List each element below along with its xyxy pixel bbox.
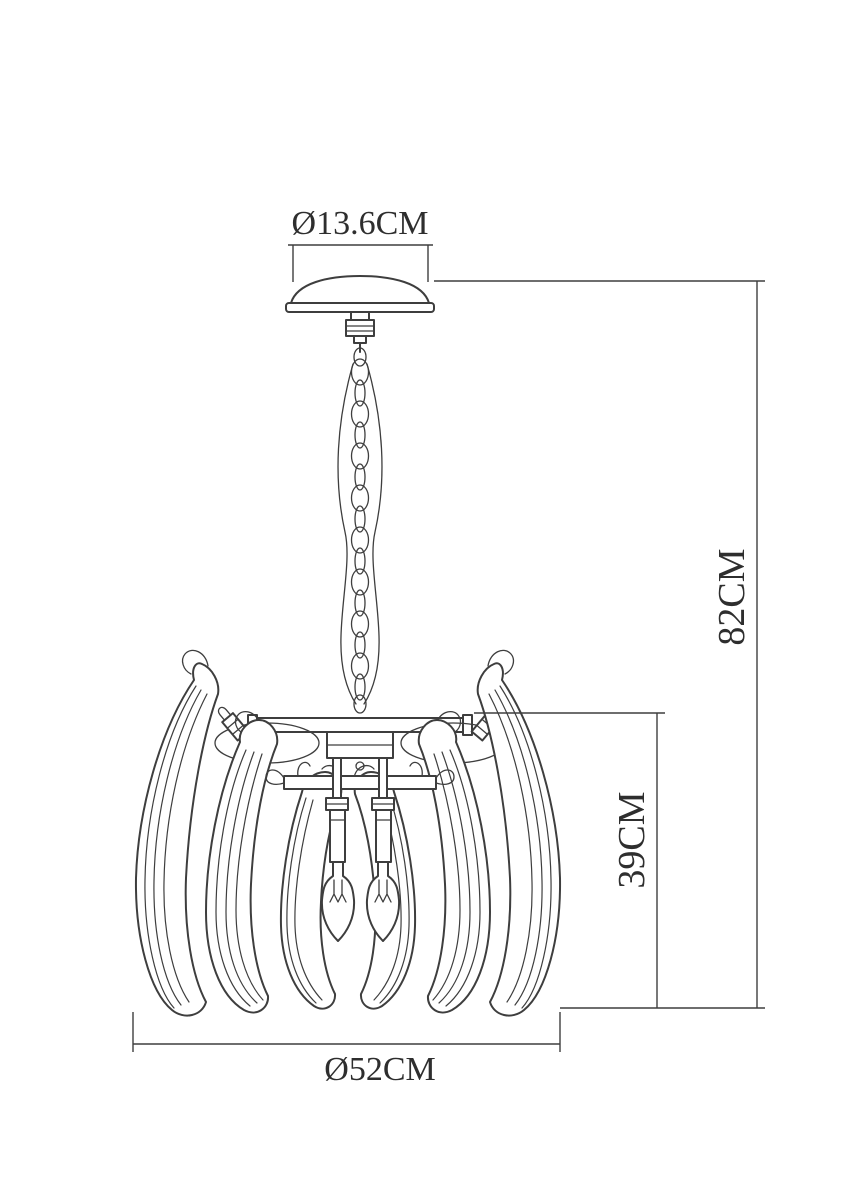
left-candle-bulb [320,809,356,942]
ceiling-canopy [285,275,435,353]
glass-leaf-right-middle [417,711,491,1014]
center-rods [325,757,395,811]
glass-leaf-left-middle [205,711,279,1014]
lower-bar [265,761,455,790]
dimension-overall-height: 82CM [434,280,765,1009]
canopy-diameter-label: Ø13.6CM [292,205,429,242]
body-diameter-label: Ø52CM [324,1051,435,1088]
right-candle-bulb [365,809,401,942]
body-height-label: 39CM [611,791,653,888]
dimension-canopy-diameter: Ø13.6CM [288,205,433,282]
glass-leaf-right-outer [476,649,562,1017]
glass-leaf-left-outer [134,649,220,1017]
dimension-body-height: 39CM [474,712,665,1008]
suspension-chain [337,347,383,714]
dimension-body-diameter: Ø52CM [132,1012,561,1088]
overall-height-label: 82CM [711,548,753,645]
